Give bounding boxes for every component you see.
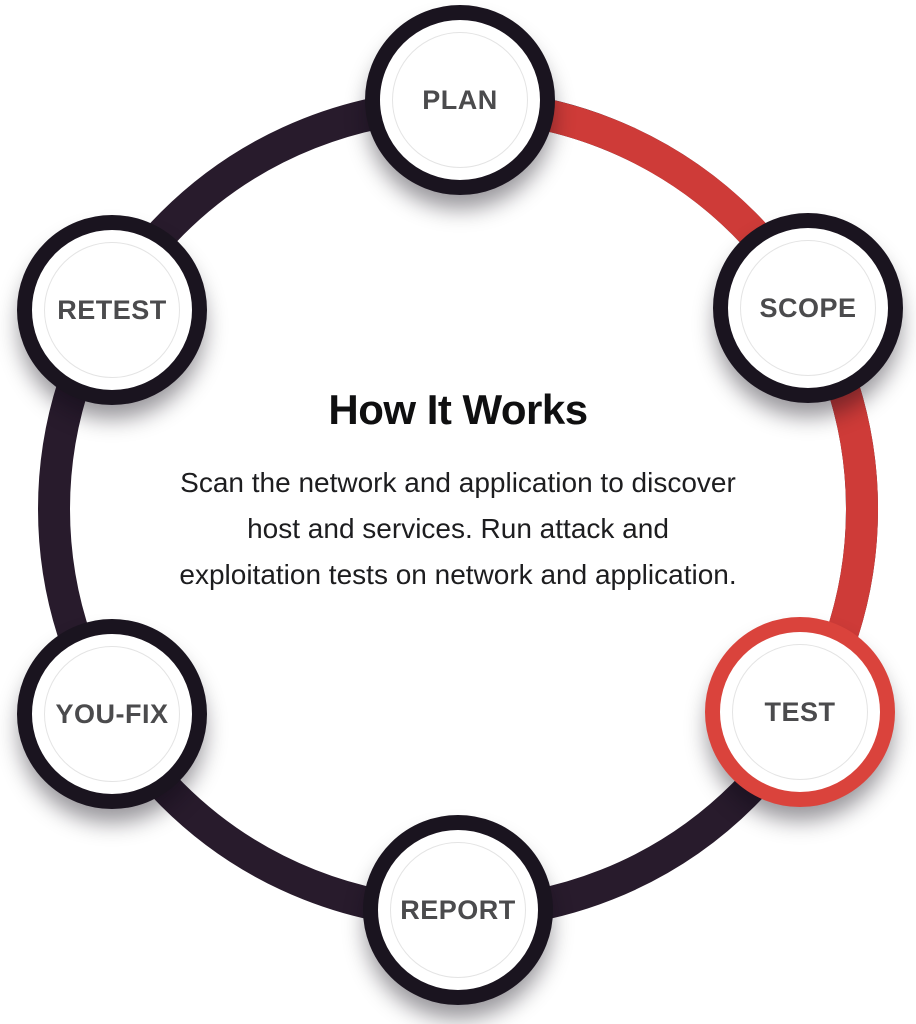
center-text-block: How It Works Scan the network and applic… (175, 386, 741, 598)
diagram-title: How It Works (328, 386, 588, 433)
step-node-plan: PLAN (365, 5, 555, 195)
step-label: SCOPE (759, 292, 857, 323)
step-node-scope: SCOPE (713, 213, 903, 403)
step-node-you-fix: YOU-FIX (17, 619, 207, 809)
step-label: REPORT (400, 894, 516, 925)
step-label: PLAN (422, 84, 498, 115)
step-label: TEST (764, 696, 836, 727)
step-label: RETEST (57, 294, 167, 325)
step-node-test: TEST (705, 617, 895, 807)
step-label: YOU-FIX (55, 698, 169, 729)
diagram-description: Scan the network and application to disc… (179, 467, 737, 590)
step-node-report: REPORT (363, 815, 553, 1005)
step-node-retest: RETEST (17, 215, 207, 405)
